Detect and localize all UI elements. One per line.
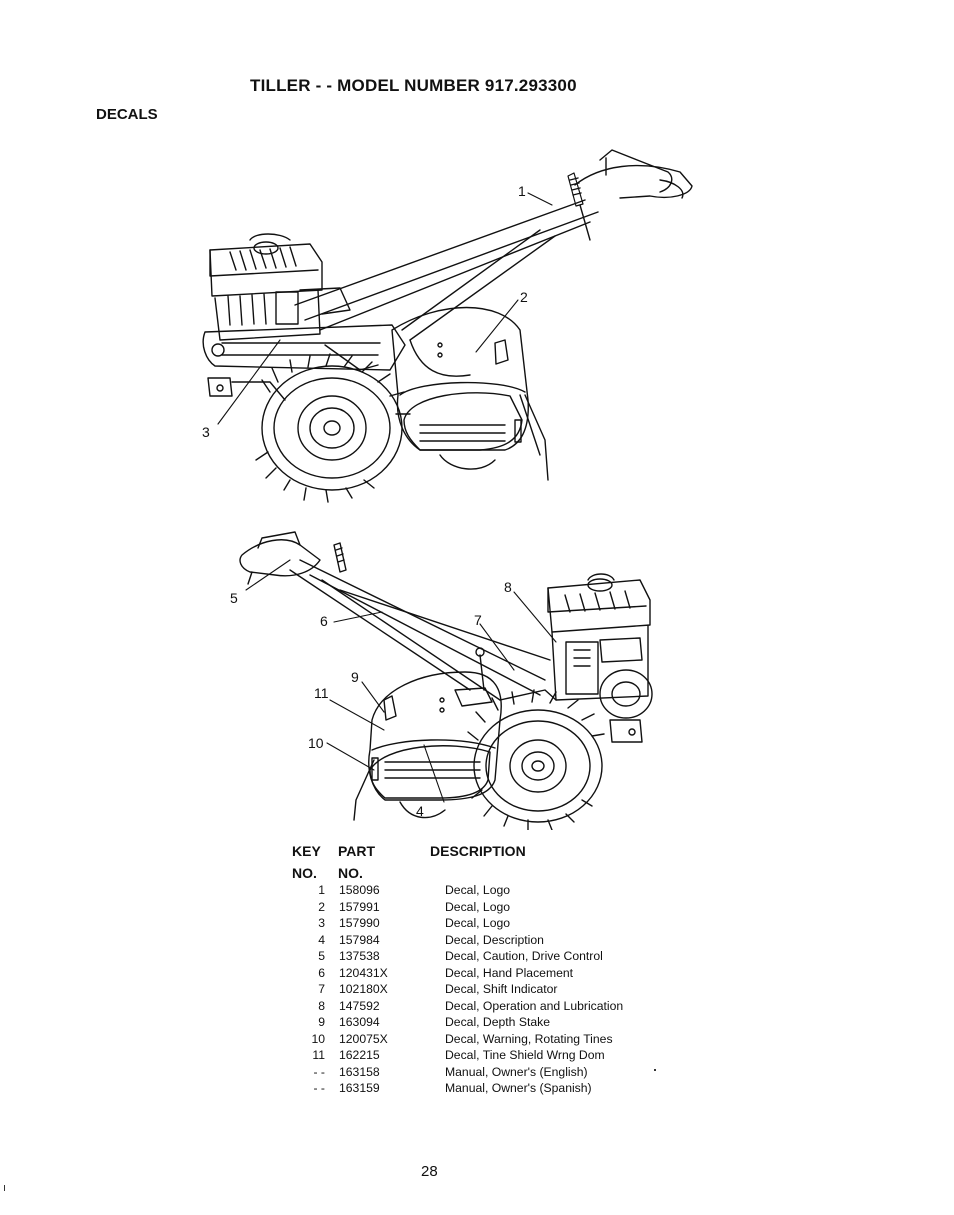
part-no-header: PART NO. bbox=[338, 840, 375, 884]
callout-9: 9 bbox=[351, 669, 359, 685]
key-cell: - - bbox=[313, 1081, 325, 1095]
table-row: 10 120075X Decal, Warning, Rotating Tines bbox=[292, 1031, 623, 1048]
callout-11: 11 bbox=[314, 685, 329, 701]
description-cell: Decal, Description bbox=[445, 932, 544, 947]
key-no-header: KEY NO. bbox=[292, 840, 321, 884]
scan-speck bbox=[654, 1069, 656, 1071]
description-cell: Decal, Tine Shield Wrng Dom bbox=[445, 1048, 605, 1062]
callout-6: 6 bbox=[320, 613, 328, 629]
callout-8: 8 bbox=[504, 579, 512, 595]
part-cell: 157991 bbox=[339, 899, 380, 914]
description-cell: Decal, Hand Placement bbox=[445, 965, 574, 980]
description-cell: Manual, Owner's (English) bbox=[445, 1064, 588, 1079]
part-cell: 163159 bbox=[339, 1081, 380, 1095]
part-cell: 157984 bbox=[339, 932, 380, 947]
part-cell: 147592 bbox=[339, 998, 380, 1013]
description-cell: Decal, Logo bbox=[445, 916, 511, 930]
page-title: TILLER - - MODEL NUMBER 917.293300 bbox=[250, 76, 577, 95]
part-cell: 102180X bbox=[339, 982, 388, 996]
key-cell: 11 bbox=[312, 1048, 325, 1062]
callout-4: 4 bbox=[416, 803, 424, 819]
key-cell: 2 bbox=[318, 899, 325, 914]
key-cell: 6 bbox=[318, 965, 325, 980]
table-row: - - 163158 Manual, Owner's (English) bbox=[292, 1064, 623, 1081]
table-row: 7 102180X Decal, Shift Indicator bbox=[292, 981, 623, 998]
description-cell: Decal, Caution, Drive Control bbox=[445, 949, 603, 963]
scan-mark bbox=[4, 1185, 5, 1191]
part-cell: 120431X bbox=[339, 965, 388, 980]
part-cell: 137538 bbox=[339, 949, 380, 963]
key-cell: 1 bbox=[318, 883, 325, 897]
key-cell: 9 bbox=[318, 1015, 325, 1029]
table-row: 3 157990 Decal, Logo bbox=[292, 915, 623, 932]
key-header-line2: NO. bbox=[292, 865, 317, 881]
part-cell: 163158 bbox=[339, 1064, 380, 1079]
description-cell: Decal, Warning, Rotating Tines bbox=[445, 1031, 613, 1046]
page-number: 28 bbox=[421, 1163, 438, 1180]
table-row: 8 147592 Decal, Operation and Lubrication bbox=[292, 998, 623, 1015]
callout-1: 1 bbox=[518, 183, 526, 199]
description-cell: Manual, Owner's (Spanish) bbox=[445, 1081, 592, 1095]
table-row: 11 162215 Decal, Tine Shield Wrng Dom bbox=[292, 1047, 623, 1064]
key-cell: 3 bbox=[318, 916, 325, 930]
table-row: 2 157991 Decal, Logo bbox=[292, 899, 623, 916]
key-cell: 7 bbox=[318, 982, 325, 996]
description-cell: Decal, Shift Indicator bbox=[445, 982, 558, 996]
table-row: 4 157984 Decal, Description bbox=[292, 932, 623, 949]
callout-10: 10 bbox=[308, 735, 324, 751]
callout-2: 2 bbox=[520, 289, 528, 305]
table-row: 5 137538 Decal, Caution, Drive Control bbox=[292, 948, 623, 965]
table-row: 1 158096 Decal, Logo bbox=[292, 882, 623, 899]
key-cell: - - bbox=[313, 1064, 325, 1079]
callout-labels: 1 2 3 4 5 6 7 8 9 11 10 bbox=[202, 183, 528, 819]
description-header: DESCRIPTION bbox=[430, 843, 526, 859]
tiller-bottom-drawing bbox=[239, 531, 653, 830]
table-row: 6 120431X Decal, Hand Placement bbox=[292, 965, 623, 982]
description-cell: Decal, Operation and Lubrication bbox=[445, 998, 624, 1013]
part-cell: 120075X bbox=[339, 1031, 388, 1046]
key-cell: 8 bbox=[318, 998, 325, 1013]
callout-leaders bbox=[217, 192, 557, 803]
tiller-decal-diagrams: 1 2 3 4 5 6 7 8 9 11 10 bbox=[202, 149, 693, 830]
key-cell: 10 bbox=[311, 1031, 325, 1046]
part-cell: 157990 bbox=[339, 916, 380, 930]
key-header-line1: KEY bbox=[292, 843, 321, 859]
part-header-line2: NO. bbox=[338, 865, 363, 881]
description-cell: Decal, Logo bbox=[445, 899, 511, 914]
part-cell: 163094 bbox=[339, 1015, 380, 1029]
part-header-line1: PART bbox=[338, 843, 376, 859]
callout-5: 5 bbox=[230, 590, 238, 606]
part-cell: 158096 bbox=[339, 883, 380, 897]
description-cell: Decal, Logo bbox=[445, 883, 511, 897]
callout-7: 7 bbox=[474, 612, 482, 628]
key-cell: 4 bbox=[318, 932, 325, 947]
tiller-top-drawing bbox=[202, 149, 693, 503]
table-row: 9 163094 Decal, Depth Stake bbox=[292, 1014, 623, 1031]
key-cell: 5 bbox=[318, 949, 325, 963]
description-cell: Decal, Depth Stake bbox=[445, 1015, 551, 1029]
callout-3: 3 bbox=[202, 424, 210, 440]
section-heading: DECALS bbox=[96, 106, 158, 123]
table-row: - - 163159 Manual, Owner's (Spanish) bbox=[292, 1080, 623, 1097]
part-cell: 162215 bbox=[339, 1048, 380, 1062]
